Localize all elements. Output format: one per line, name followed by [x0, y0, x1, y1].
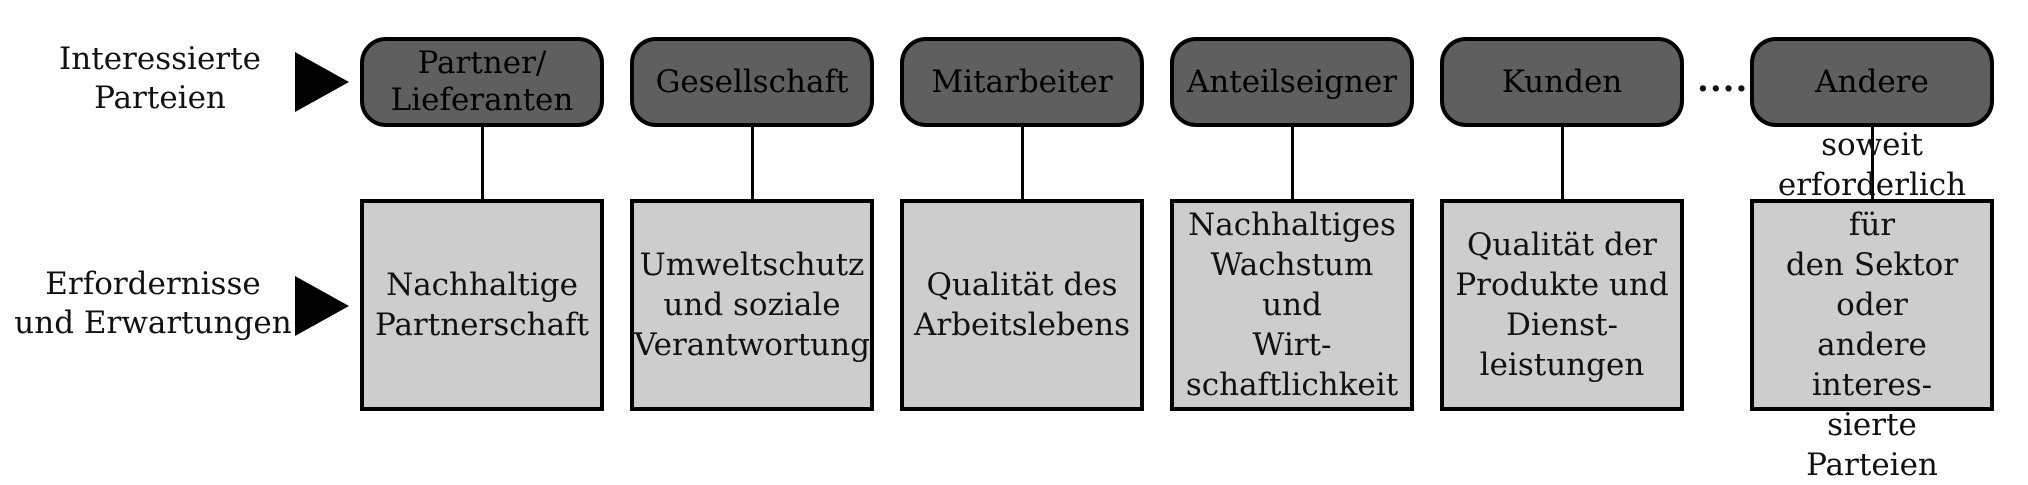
party-box-gesellschaft: Gesellschaft	[630, 37, 874, 127]
row-label-interested-parties: Interessierte Parteien	[59, 41, 261, 116]
arrow-right-icon	[295, 276, 349, 336]
party-box-mitarbeiter: Mitarbeiter	[900, 37, 1144, 127]
requirement-box-anteilseigner: Nachhaltiges Wachstum und Wirt- schaftli…	[1170, 199, 1414, 411]
connector-line	[1561, 127, 1564, 199]
connector-line	[1021, 127, 1024, 199]
requirement-box-kunden: Qualität der Produkte und Dienst- leistu…	[1440, 199, 1684, 411]
requirement-box-andere: soweit erforderlich für den Sektor oder …	[1750, 127, 1994, 483]
requirement-box-mitarbeiter: Qualität des Arbeitslebens	[900, 199, 1144, 411]
arrow-right-icon	[295, 52, 349, 112]
row-label-requirements: Erfordernisse und Erwartungen	[14, 266, 292, 341]
party-box-andere: Andere	[1750, 37, 1994, 127]
connector-line	[481, 127, 484, 199]
connector-line	[1871, 127, 1874, 199]
connector-line	[1291, 127, 1294, 199]
connector-line	[751, 127, 754, 199]
requirement-box-partner-lieferanten: Nachhaltige Partnerschaft	[360, 199, 604, 411]
ellipsis-dots: ....	[1697, 60, 1749, 100]
party-box-anteilseigner: Anteilseigner	[1170, 37, 1414, 127]
requirement-box-gesellschaft: Umweltschutz und soziale Verantwortung	[630, 199, 874, 411]
party-box-kunden: Kunden	[1440, 37, 1684, 127]
party-box-partner-lieferanten: Partner/ Lieferanten	[360, 37, 604, 127]
